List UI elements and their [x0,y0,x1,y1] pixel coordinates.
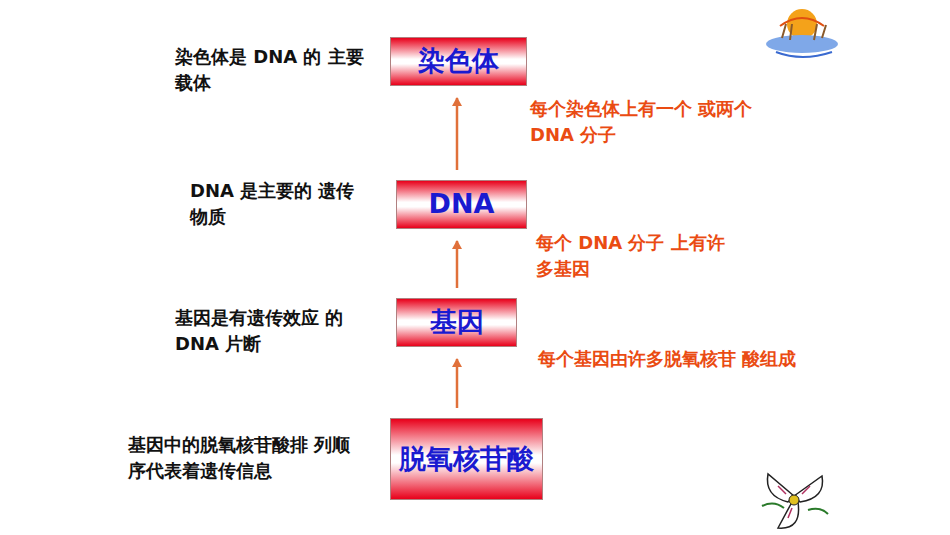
arrow-connector [456,98,459,170]
sun-icon [762,2,844,64]
box-text: 脱氧核苷酸 [393,439,540,479]
concept-box: 染色体 [390,37,527,86]
box-text: 基因 [424,302,490,342]
arrow-connector [456,359,459,408]
description-text: 染色体是 DNA 的 主要载体 [175,44,375,96]
box-text: 染色体 [412,41,505,81]
arrow-connector [456,241,459,288]
description-text: 基因中的脱氧核苷酸排 列顺序代表着遗传信息 [128,432,358,484]
edge-label: 每个染色体上有一个 或两个 DNA 分子 [530,96,790,148]
flower-icon [758,466,830,532]
concept-box: 基因 [396,298,517,347]
concept-box: DNA [396,180,527,229]
edge-label: 每个 DNA 分子 上有许多基因 [536,230,726,282]
edge-label: 每个基因由许多脱氧核苷 酸组成 [538,346,828,372]
concept-box: 脱氧核苷酸 [390,418,543,500]
description-text: 基因是有遗传效应 的 DNA 片断 [175,305,375,357]
box-text: DNA [423,184,501,224]
description-text: DNA 是主要的 遗传物质 [190,178,360,230]
